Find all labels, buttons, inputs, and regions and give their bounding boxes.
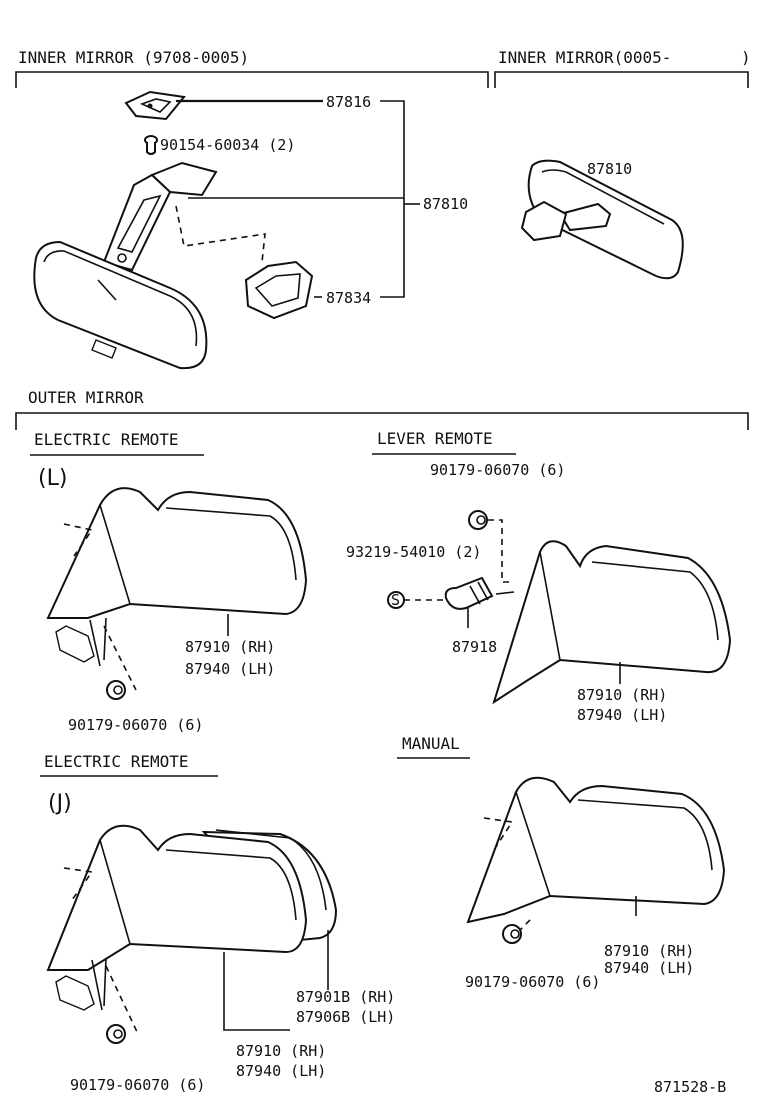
label-mn-rh: 87910 (RH) (604, 942, 694, 960)
label-mn-lh: 87940 (LH) (604, 959, 694, 977)
bolt-lever (468, 510, 488, 530)
screw-lever: S (387, 591, 405, 609)
cover-87834 (244, 260, 314, 320)
label-lv-bolt: 90179-06070 (6) (430, 461, 565, 479)
outer-mirror-electric-l (46, 487, 308, 691)
label-87834: 87834 (326, 289, 371, 307)
section-electric-remote-j: ELECTRIC REMOTE (44, 752, 189, 771)
screw-90154 (144, 135, 158, 155)
bolt-electric-l (106, 680, 126, 700)
section-manual: MANUAL (402, 734, 460, 753)
section-bracket-inner-2 (494, 71, 749, 88)
inner-mirror-87810-new (520, 159, 684, 280)
section-inner-mirror-2: INNER MIRROR(0005- (498, 48, 671, 67)
lever-87918 (444, 576, 494, 628)
section-inner-mirror-2-close: ) (741, 48, 751, 67)
section-bracket-outer (15, 412, 749, 430)
label-87810-b: 87810 (587, 160, 632, 178)
label-87816: 87816 (326, 93, 371, 111)
label-87810-a: 87810 (423, 195, 468, 213)
section-inner-mirror-1: INNER MIRROR (9708-0005) (18, 48, 249, 67)
label-ej-lh: 87940 (LH) (236, 1062, 326, 1080)
label-ej-bolt: 90179-06070 (6) (70, 1076, 205, 1094)
label-lv-screw: 93219-54010 (2) (346, 543, 481, 561)
section-lever-remote: LEVER REMOTE (377, 429, 493, 448)
dash-lever-bolt (488, 519, 514, 583)
label-el-rh: 87910 (RH) (185, 638, 275, 656)
label-el-lh: 87940 (LH) (185, 660, 275, 678)
variant-l: (L) (38, 466, 67, 491)
label-el-bolt: 90179-06070 (6) (68, 716, 203, 734)
label-lv-lh: 87940 (LH) (577, 706, 667, 724)
label-lv-rh: 87910 (RH) (577, 686, 667, 704)
outer-mirror-lever (492, 540, 732, 705)
label-90154: 90154-60034 (2) (160, 136, 295, 154)
label-ej-rh-b: 87901B (RH) (296, 988, 395, 1006)
variant-j: (J) (48, 791, 72, 816)
label-lv-lever: 87918 (452, 638, 497, 656)
outer-mirror-electric-j (46, 824, 338, 1035)
outer-mirror-manual (466, 776, 726, 933)
bolt-manual (502, 924, 522, 944)
mount-plate-87816 (124, 90, 186, 121)
section-bracket-inner-1 (15, 71, 489, 88)
label-ej-lh-b: 87906B (LH) (296, 1008, 395, 1026)
section-outer-mirror: OUTER MIRROR (28, 388, 144, 407)
leader-ej-bracket (223, 952, 290, 1031)
section-electric-remote-l: ELECTRIC REMOTE (34, 430, 179, 449)
diagram-code: 871528-B (654, 1078, 726, 1096)
leader-group-bracket (380, 100, 405, 298)
label-ej-rh: 87910 (RH) (236, 1042, 326, 1060)
inner-mirror-87810-old (33, 161, 266, 370)
svg-text:S: S (391, 591, 400, 609)
label-mn-bolt: 90179-06070 (6) (465, 973, 600, 991)
bolt-electric-j (106, 1024, 126, 1044)
